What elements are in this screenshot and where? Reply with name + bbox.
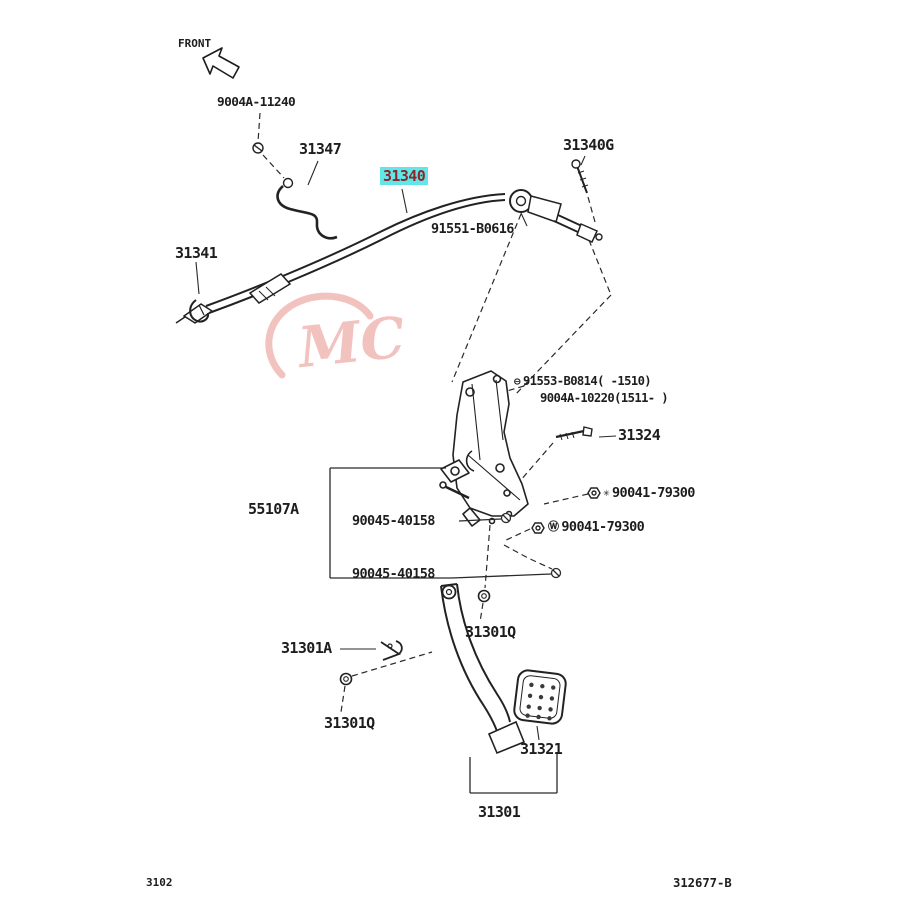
part-label-31340G[interactable]: 31340G	[563, 136, 614, 154]
pedal-reference-bracket	[469, 752, 558, 794]
label-leader-lines	[195, 155, 617, 741]
part-label-31340-highlighted[interactable]: 31340	[380, 167, 429, 185]
part-label-31301Q-a[interactable]: 31301Q	[465, 623, 516, 641]
cable-clip	[189, 299, 210, 323]
part-label-91553-row[interactable]: ⊖ 91553-B0814( -1510)	[514, 374, 652, 388]
part-number-91553[interactable]: 91553-B0814( -1510)	[523, 374, 652, 388]
part-number-90041-a[interactable]: 90041-79300	[612, 485, 695, 501]
cable-bracket	[276, 177, 338, 240]
clutch-pedal-arm	[440, 583, 526, 755]
part-label-31301A[interactable]: 31301A	[281, 639, 332, 657]
bracket-bolt-icon	[252, 142, 264, 154]
part-label-31341[interactable]: 31341	[175, 244, 218, 262]
part-label-9004A-10220[interactable]: 9004A-10220(1511- )	[540, 391, 669, 405]
highlighted-part-number[interactable]: 31340	[380, 167, 429, 185]
watermark-logo: MC	[265, 292, 409, 381]
front-direction-arrow-icon	[202, 47, 240, 79]
washer-w-mark-icon: Ⓦ	[548, 520, 559, 534]
cable-end-bolt	[571, 159, 589, 194]
part-label-31301Q-b[interactable]: 31301Q	[324, 714, 375, 732]
drawing-number: 312677-B	[673, 876, 732, 890]
part-label-91551-B0616[interactable]: 91551-B0616	[431, 221, 514, 237]
part-number-90041-b[interactable]: 90041-79300	[561, 519, 645, 535]
pedal-pad	[513, 669, 567, 725]
part-label-31321[interactable]: 31321	[520, 740, 563, 758]
mounting-nut-icons	[531, 487, 601, 534]
part-label-90045-b[interactable]: 90045-40158	[352, 566, 435, 582]
pedal-clip-icon	[380, 640, 403, 661]
pedal-bushing-icons	[339, 589, 491, 686]
watermark-text: MC	[293, 304, 408, 381]
pedal-support-bracket	[439, 370, 529, 527]
part-label-9004A-11240[interactable]: 9004A-11240	[217, 95, 296, 110]
assembly-guide-lines	[257, 112, 612, 713]
support-bolt-icon	[555, 426, 593, 441]
front-label: FRONT	[178, 37, 212, 50]
part-label-55107A[interactable]: 55107A	[248, 500, 299, 518]
part-label-90041-a-row[interactable]: ✳ 90041-79300	[603, 486, 695, 500]
part-label-90041-b-row[interactable]: Ⓦ 90041-79300	[548, 519, 645, 535]
bolt-mark-icon: ⊖	[514, 374, 521, 388]
figure-code: 3102	[146, 876, 173, 889]
part-label-31324[interactable]: 31324	[618, 426, 661, 444]
part-label-90045-a[interactable]: 90045-40158	[352, 513, 435, 529]
washer-star-mark-icon: ✳	[603, 486, 610, 500]
part-label-31301[interactable]: 31301	[478, 803, 521, 821]
clutch-cable	[175, 189, 603, 324]
support-reference-bracket	[329, 467, 562, 579]
part-label-31347[interactable]: 31347	[299, 140, 342, 158]
